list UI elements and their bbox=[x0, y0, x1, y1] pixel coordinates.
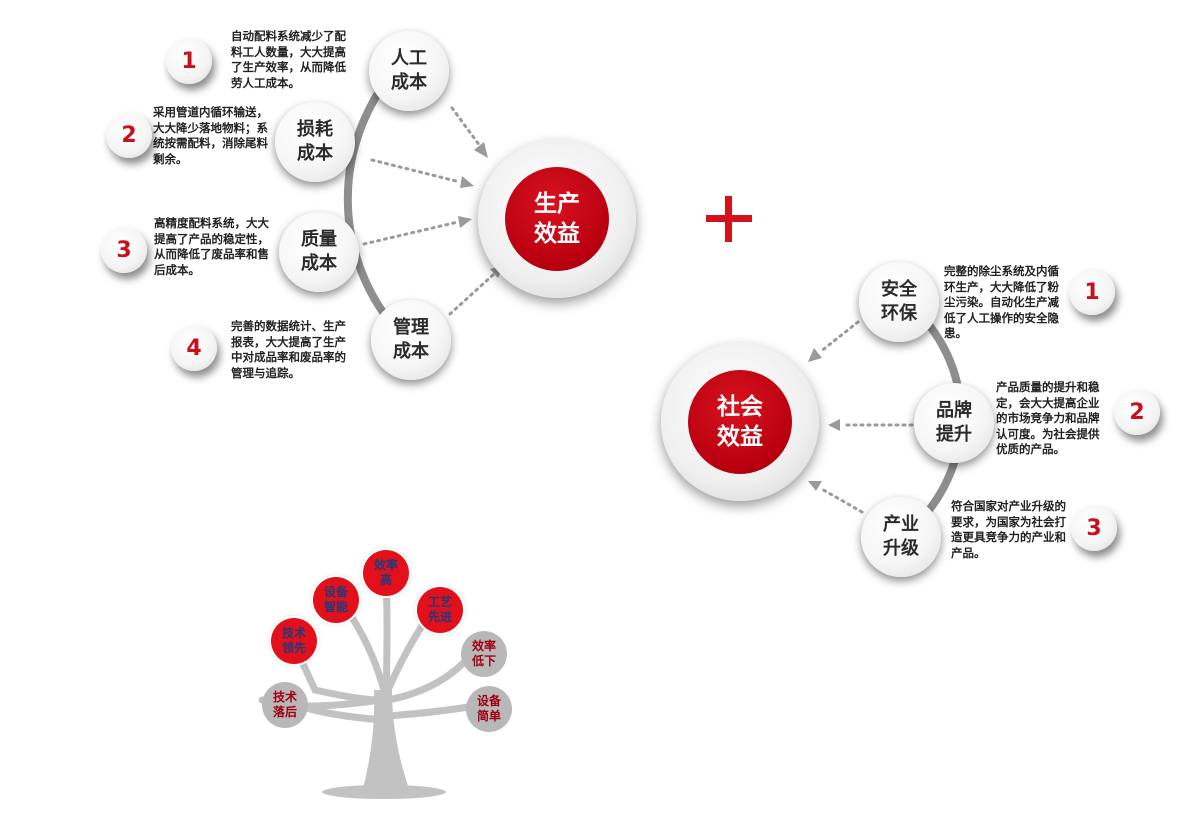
node-line1: 人工 bbox=[391, 48, 427, 69]
badge-left-2: 2 bbox=[106, 112, 152, 158]
leaf-line2: 落后 bbox=[272, 705, 297, 719]
node-line2: 升级 bbox=[883, 538, 919, 559]
leaf-line1: 效率 bbox=[373, 558, 398, 572]
leaf-line2: 领先 bbox=[281, 641, 306, 655]
node-line1: 损耗 bbox=[297, 119, 333, 140]
node-safety-environment: 安全环保 bbox=[859, 262, 939, 342]
badge-left-4: 4 bbox=[171, 325, 217, 371]
arrow-head-3 bbox=[458, 216, 472, 228]
node-line2: 成本 bbox=[301, 253, 337, 274]
node-line2: 成本 bbox=[393, 341, 429, 362]
leaf-simple-equipment: 设备简单 bbox=[466, 686, 512, 732]
node-line1: 质量 bbox=[301, 229, 337, 250]
leaf-line2: 简单 bbox=[476, 709, 501, 723]
badge-left-1: 1 bbox=[166, 38, 212, 84]
arrow-line-2 bbox=[370, 158, 462, 184]
arrow-head-5 bbox=[808, 348, 822, 362]
leaf-tech-backward: 技术落后 bbox=[262, 682, 308, 728]
production-benefit-hub: 生产效益 bbox=[478, 140, 636, 298]
arrow-line-3 bbox=[362, 220, 460, 246]
badge-left-3: 3 bbox=[101, 227, 147, 273]
arrow-line-7 bbox=[818, 486, 864, 514]
leaf-line2: 先进 bbox=[427, 610, 452, 624]
badge-right-3: 3 bbox=[1071, 505, 1117, 551]
badge-right-1: 1 bbox=[1069, 269, 1115, 315]
arrow-line-5 bbox=[818, 320, 860, 354]
arrow-line-4 bbox=[448, 272, 496, 316]
text-left-1: 自动配料系统减少了配料工人数量，大大提高了生产效率，从而降低劳人工成本。 bbox=[231, 29, 346, 90]
node-line2: 环保 bbox=[881, 303, 917, 324]
hub-line2: 效益 bbox=[717, 424, 763, 450]
node-management-cost: 管理成本 bbox=[371, 300, 451, 380]
leaf-line1: 设备 bbox=[476, 694, 501, 708]
node-loss-cost: 损耗成本 bbox=[275, 102, 355, 182]
node-line2: 成本 bbox=[391, 72, 427, 93]
leaf-line2: 高 bbox=[379, 573, 392, 587]
leaf-line2: 智能 bbox=[323, 600, 348, 614]
node-line1: 品牌 bbox=[936, 400, 972, 421]
arrow-head-6 bbox=[828, 419, 840, 431]
leaf-line1: 效率 bbox=[471, 639, 496, 653]
arrow-line-1 bbox=[450, 106, 482, 148]
arrow-head-2 bbox=[460, 176, 474, 188]
node-brand-improvement: 品牌提升 bbox=[914, 383, 994, 463]
hub-line1: 生产 bbox=[534, 191, 580, 217]
leaf-smart-equipment: 设备智能 bbox=[313, 577, 359, 623]
text-right-3: 符合国家对产业升级的要求，为国家为社会打造更具竞争力的产业和产品。 bbox=[951, 499, 1066, 560]
text-right-2: 产品质量的提升和稳定，会大大提高企业的市场竞争力和品牌认可度。为社会提供优质的产… bbox=[996, 380, 1100, 456]
leaf-advanced-process: 工艺先进 bbox=[417, 587, 463, 633]
badge-right-2: 2 bbox=[1114, 389, 1160, 435]
leaf-line1: 技术 bbox=[272, 690, 297, 704]
hub-line2: 效益 bbox=[534, 221, 580, 247]
leaf-line2: 低下 bbox=[471, 654, 496, 668]
leaf-low-efficiency: 效率低下 bbox=[461, 631, 507, 677]
text-left-4: 完善的数据统计、生产报表，大大提高了生产中对成品率和废品率的管理与追踪。 bbox=[231, 319, 346, 380]
leaf-high-efficiency: 效率高 bbox=[363, 550, 409, 596]
node-quality-cost: 质量成本 bbox=[279, 212, 359, 292]
node-industry-upgrade: 产业升级 bbox=[861, 497, 941, 577]
social-benefit-hub: 社会效益 bbox=[661, 343, 819, 501]
node-labor-cost: 人工成本 bbox=[369, 31, 449, 111]
arrow-head-7 bbox=[808, 481, 822, 491]
leaf-line1: 设备 bbox=[323, 585, 348, 599]
tree-trunk bbox=[362, 690, 410, 792]
plus-icon bbox=[706, 196, 752, 242]
tree-base bbox=[322, 785, 446, 799]
leaf-line1: 技术 bbox=[281, 626, 306, 640]
node-line1: 安全 bbox=[881, 279, 917, 300]
text-right-1: 完整的除尘系统及内循环生产，大大降低了粉尘污染。自动化生产减低了人工操作的安全隐… bbox=[944, 264, 1059, 340]
node-line2: 提升 bbox=[936, 424, 972, 445]
arrow-head-1 bbox=[474, 142, 488, 158]
node-line1: 产业 bbox=[883, 514, 919, 535]
social-benefit-core: 社会效益 bbox=[688, 370, 792, 474]
hub-line1: 社会 bbox=[717, 394, 763, 420]
text-left-2: 采用管道内循环输送，大大降少落地物料；系统按需配料，消除尾料剩余。 bbox=[153, 105, 268, 166]
node-line2: 成本 bbox=[297, 143, 333, 164]
node-line1: 管理 bbox=[393, 317, 429, 338]
text-left-3: 高精度配料系统，大大提高了产品的稳定性，从而降低了废品率和售后成本。 bbox=[154, 216, 269, 277]
leaf-line1: 工艺 bbox=[427, 595, 452, 609]
leaf-tech-leading: 技术领先 bbox=[271, 618, 317, 664]
production-benefit-core: 生产效益 bbox=[505, 167, 609, 271]
